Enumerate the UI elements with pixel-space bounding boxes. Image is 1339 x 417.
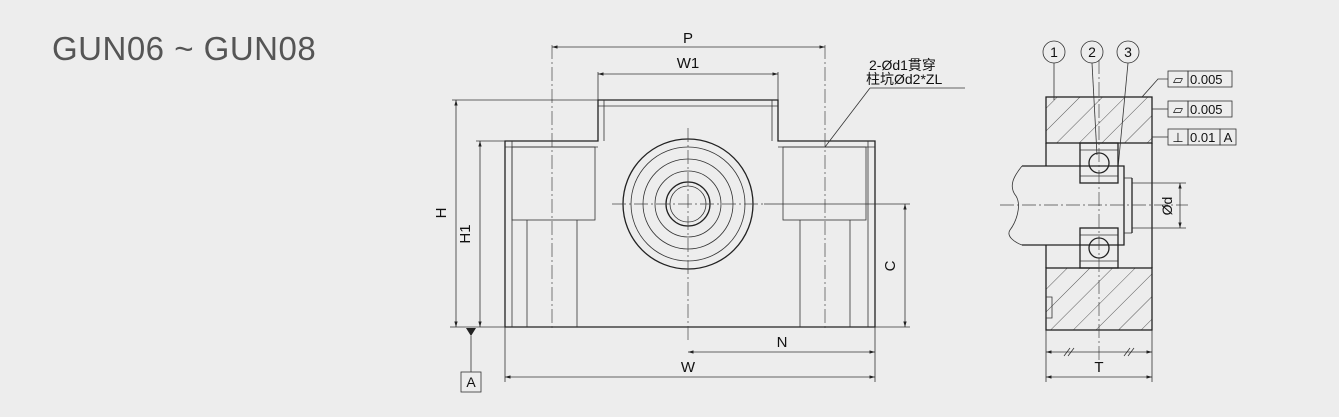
front-view: P W1 2-Ød1貫穿 柱坑Ød2*ZL H H1	[433, 30, 965, 393]
datum-A-label: A	[466, 374, 476, 390]
balloon-3: 3	[1116, 40, 1140, 169]
svg-text:▱: ▱	[1173, 72, 1183, 87]
callout-line1: 2-Ød1貫穿	[869, 57, 936, 73]
dim-T: T	[1045, 330, 1153, 382]
callout-line2: 柱坑Ød2*ZL	[866, 71, 942, 87]
dim-W-label: W	[681, 359, 696, 376]
dim-P-label: P	[683, 30, 693, 47]
svg-text:A: A	[1224, 130, 1233, 145]
dim-C-label: C	[882, 260, 899, 271]
bearing-circles	[612, 128, 764, 340]
svg-text:1: 1	[1050, 44, 1058, 60]
dim-H1: H1	[457, 140, 505, 327]
left-counterbore	[511, 45, 596, 330]
hole-callout: 2-Ød1貫穿 柱坑Ød2*ZL	[824, 57, 965, 148]
dim-W1: W1	[597, 55, 779, 100]
dim-C: C	[764, 203, 910, 328]
dim-d: Ød	[1132, 182, 1186, 229]
dim-W1-label: W1	[677, 55, 700, 72]
dim-H: H	[433, 99, 598, 327]
svg-text:3: 3	[1124, 44, 1132, 60]
right-counterbore	[782, 45, 867, 330]
tolerance-frame-3: ⊥ 0.01 A	[1152, 128, 1237, 146]
balloon-2: 2	[1080, 40, 1104, 156]
svg-text:2: 2	[1088, 44, 1096, 60]
dim-H1-label: H1	[457, 224, 474, 243]
dim-T-label: T	[1094, 359, 1103, 376]
svg-text:0.005: 0.005	[1190, 72, 1223, 87]
page-title: GUN06 ~ GUN08	[52, 30, 317, 67]
dim-d-label: Ød	[1159, 197, 1175, 216]
dim-P: P	[552, 30, 825, 49]
tolerance-frame-1: ▱ 0.005	[1141, 70, 1233, 98]
tolerance-frame-2: ▱ 0.005	[1152, 100, 1233, 118]
svg-text:0.005: 0.005	[1190, 102, 1223, 117]
svg-text:0.01: 0.01	[1190, 130, 1215, 145]
datum-A: A	[450, 326, 505, 393]
dim-N-label: N	[777, 334, 788, 351]
dim-H-label: H	[433, 208, 450, 219]
dim-N: N	[688, 327, 876, 382]
shaft	[1008, 165, 1133, 246]
svg-text:▱: ▱	[1173, 102, 1183, 117]
side-view: 1 2 3 ▱ 0.005 ▱ 0.005	[1000, 40, 1237, 382]
dim-W: W	[504, 327, 875, 382]
svg-text:⊥: ⊥	[1172, 130, 1183, 145]
balloon-1: 1	[1042, 40, 1066, 100]
block-outline	[504, 99, 876, 328]
